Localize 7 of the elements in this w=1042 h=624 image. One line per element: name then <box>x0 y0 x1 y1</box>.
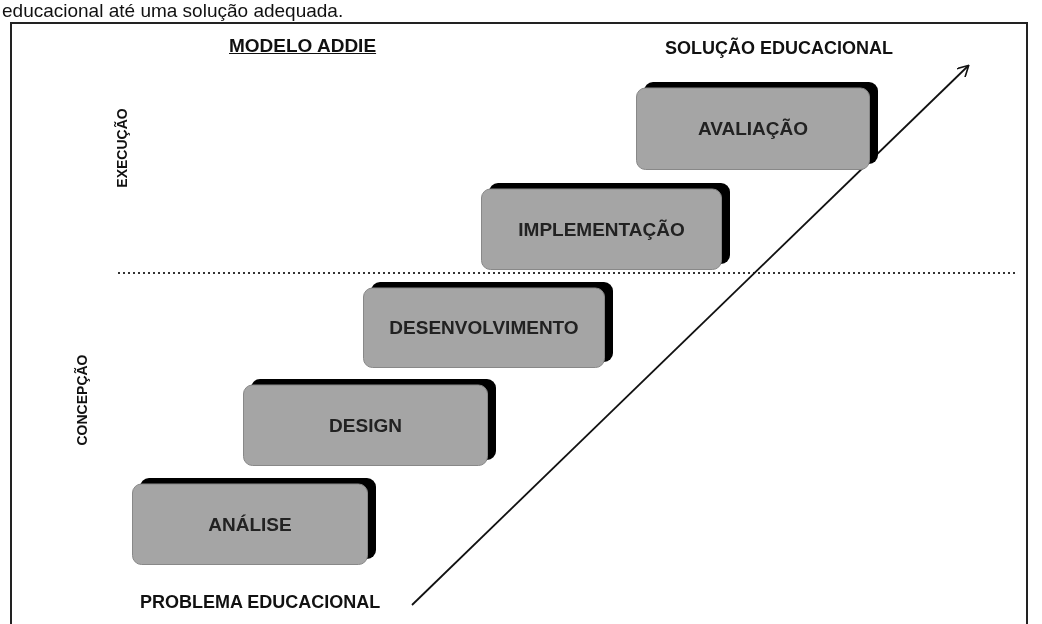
endpoint-label: PROBLEMA EDUCACIONAL <box>140 592 408 618</box>
phase-label: EXECUÇÃO <box>114 107 130 190</box>
phase-label: CONCEPÇÃO <box>74 353 90 448</box>
endpoint-label: SOLUÇÃO EDUCACIONAL <box>665 38 968 66</box>
diagram-title: MODELO ADDIE <box>229 35 377 57</box>
text-fragment: educacional até uma solução adequada. <box>2 0 344 22</box>
arrow <box>411 64 970 606</box>
